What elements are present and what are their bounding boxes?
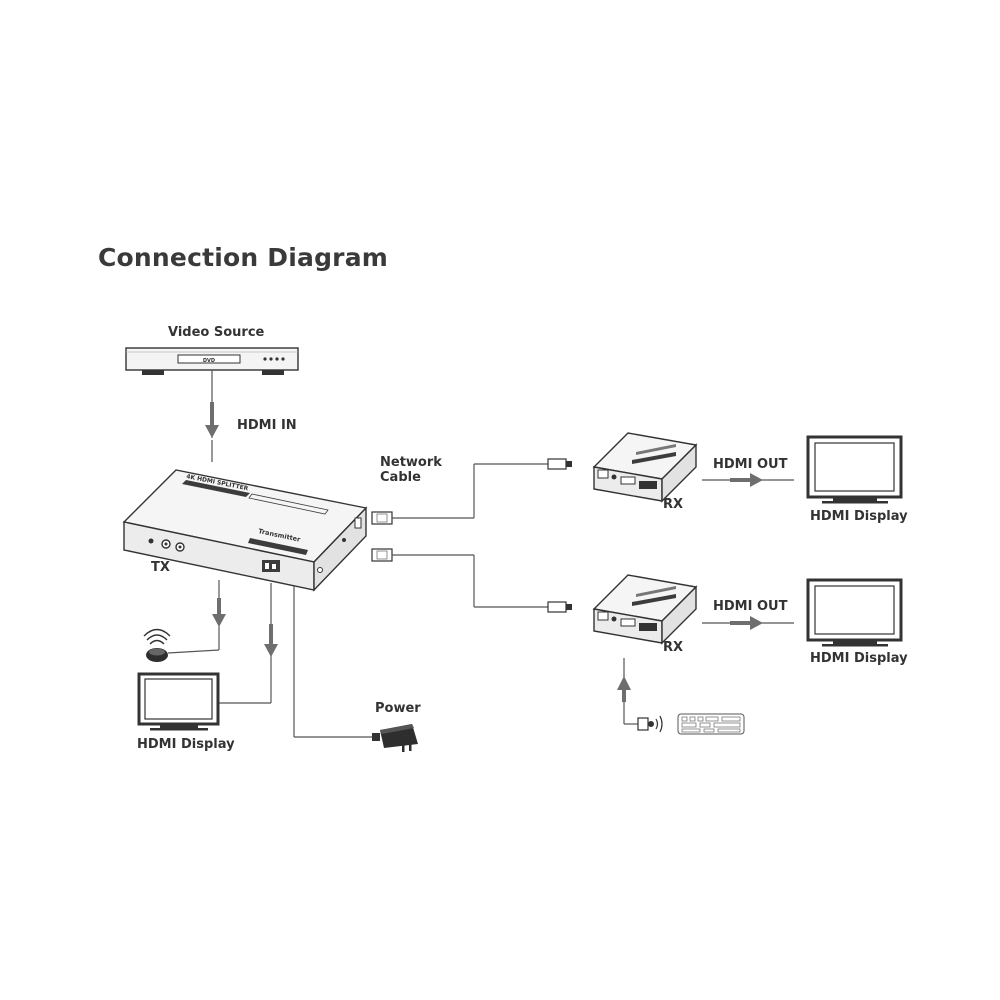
hdmi-display-2: [806, 578, 903, 647]
ir-receiver-connection: [617, 658, 663, 733]
local-hdmi-display: [137, 672, 220, 731]
power-cable: [293, 586, 372, 738]
dvd-slot-text: DVD: [203, 358, 215, 364]
tx-label: TX: [151, 560, 170, 575]
video-source-label: Video Source: [168, 325, 265, 340]
remote-control-icon: [677, 713, 745, 735]
rx-label-2: RX: [663, 640, 684, 655]
hdmi-out-label-2: HDMI OUT: [713, 599, 788, 614]
receiver-box-1: [592, 432, 698, 503]
hdmi-display-label-2: HDMI Display: [810, 651, 908, 666]
network-cable-2: [371, 548, 572, 613]
hdmi-display-label-1: HDMI Display: [810, 509, 908, 524]
network-cable-label-2: Cable: [380, 470, 421, 485]
wireless-signal-icon: [143, 628, 171, 662]
rx-label-1: RX: [663, 497, 684, 512]
hdmi-out-connection-2: [702, 616, 794, 630]
hdmi-in-connection: [205, 370, 219, 462]
diagram-title: Connection Diagram: [98, 243, 389, 272]
receiver-box-2: [592, 574, 698, 645]
network-cable-1: [371, 458, 572, 525]
power-adapter-icon: [372, 724, 418, 752]
ir-connection: [167, 580, 226, 654]
transmitter-box: [122, 469, 368, 592]
hdmi-out-label-1: HDMI OUT: [713, 457, 788, 472]
dvd-player: [125, 347, 299, 375]
network-cable-label: Network: [380, 455, 442, 470]
power-label: Power: [375, 701, 421, 716]
hdmi-out-connection-1: [702, 473, 794, 487]
local-hdmi-connection: [218, 583, 278, 704]
hdmi-display-1: [806, 435, 903, 504]
local-display-label: HDMI Display: [137, 737, 235, 752]
hdmi-in-label: HDMI IN: [237, 418, 297, 433]
